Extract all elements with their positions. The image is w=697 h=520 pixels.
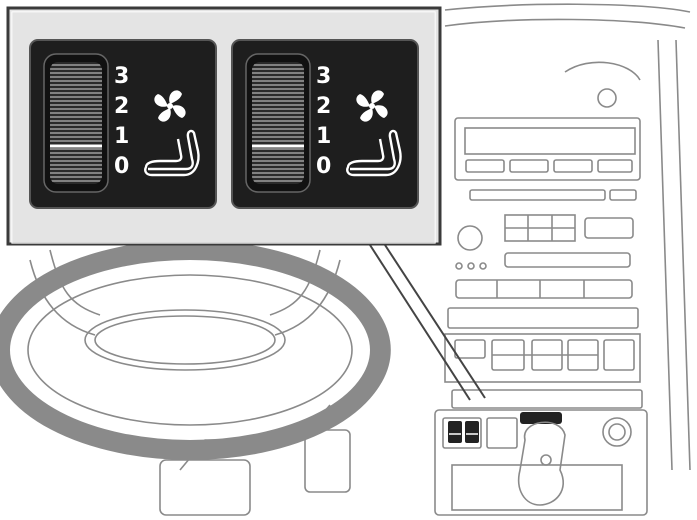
left-level-3: 3: [114, 64, 129, 89]
steering-wheel: [0, 240, 391, 460]
right-seat-heater-panel: 3 2 1 0: [231, 39, 419, 209]
right-level-3: 3: [316, 64, 331, 89]
callout-pointer: [369, 244, 486, 401]
pedals: [159, 404, 351, 516]
left-level-1: 1: [114, 124, 129, 149]
dashboard-outline: [444, 3, 691, 471]
right-thumbwheel[interactable]: [252, 62, 304, 184]
left-level-0: 0: [114, 154, 129, 179]
right-level-0: 0: [316, 154, 331, 179]
center-console: [444, 117, 643, 409]
left-seat-heater-panel: 3 2 1 0: [29, 39, 217, 209]
callout-box: 3 2 1 0 3 2 1 0: [6, 6, 442, 246]
lower-console: [434, 409, 648, 516]
right-level-2: 2: [316, 94, 331, 119]
left-thumbwheel[interactable]: [50, 62, 102, 184]
right-level-1: 1: [316, 124, 331, 149]
left-level-2: 2: [114, 94, 129, 119]
